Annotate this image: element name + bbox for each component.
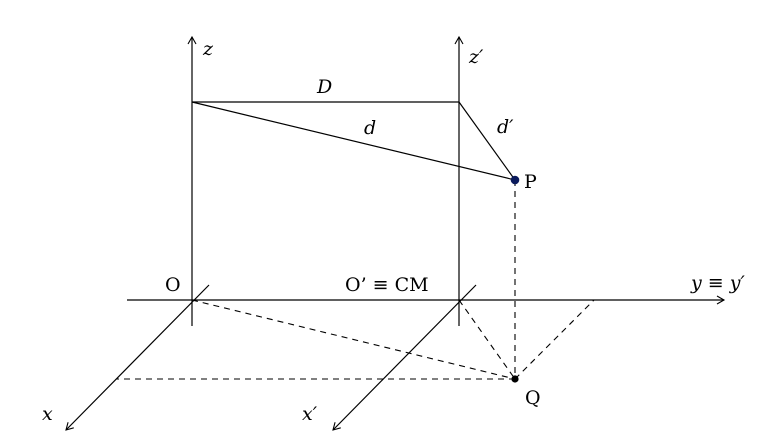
label-y-axis: y ≡ y′ [690, 272, 745, 294]
x-prime-axis [332, 284, 477, 431]
dashed-O-to-Q [191, 299, 516, 380]
label-d: d [364, 117, 376, 139]
label-P: P [524, 171, 537, 193]
label-z-prime: z′ [468, 46, 484, 68]
x-axis [65, 284, 210, 431]
label-d-prime: d′ [497, 116, 514, 138]
label-x-prime: x′ [302, 403, 318, 425]
segment-d-prime [458, 101, 516, 181]
segment-d [191, 101, 516, 181]
label-z: z [202, 38, 214, 60]
dashed-Oprime-to-Q [458, 299, 516, 380]
label-D: D [316, 76, 332, 98]
label-Q: Q [525, 387, 541, 409]
label-O: O [165, 274, 181, 296]
label-O-prime-CM: O’ ≡ CM [345, 274, 429, 296]
point-P [510, 175, 520, 185]
label-x: x [42, 403, 53, 425]
dashed-Q-to-y-axis [514, 299, 595, 380]
point-Q [511, 375, 519, 383]
